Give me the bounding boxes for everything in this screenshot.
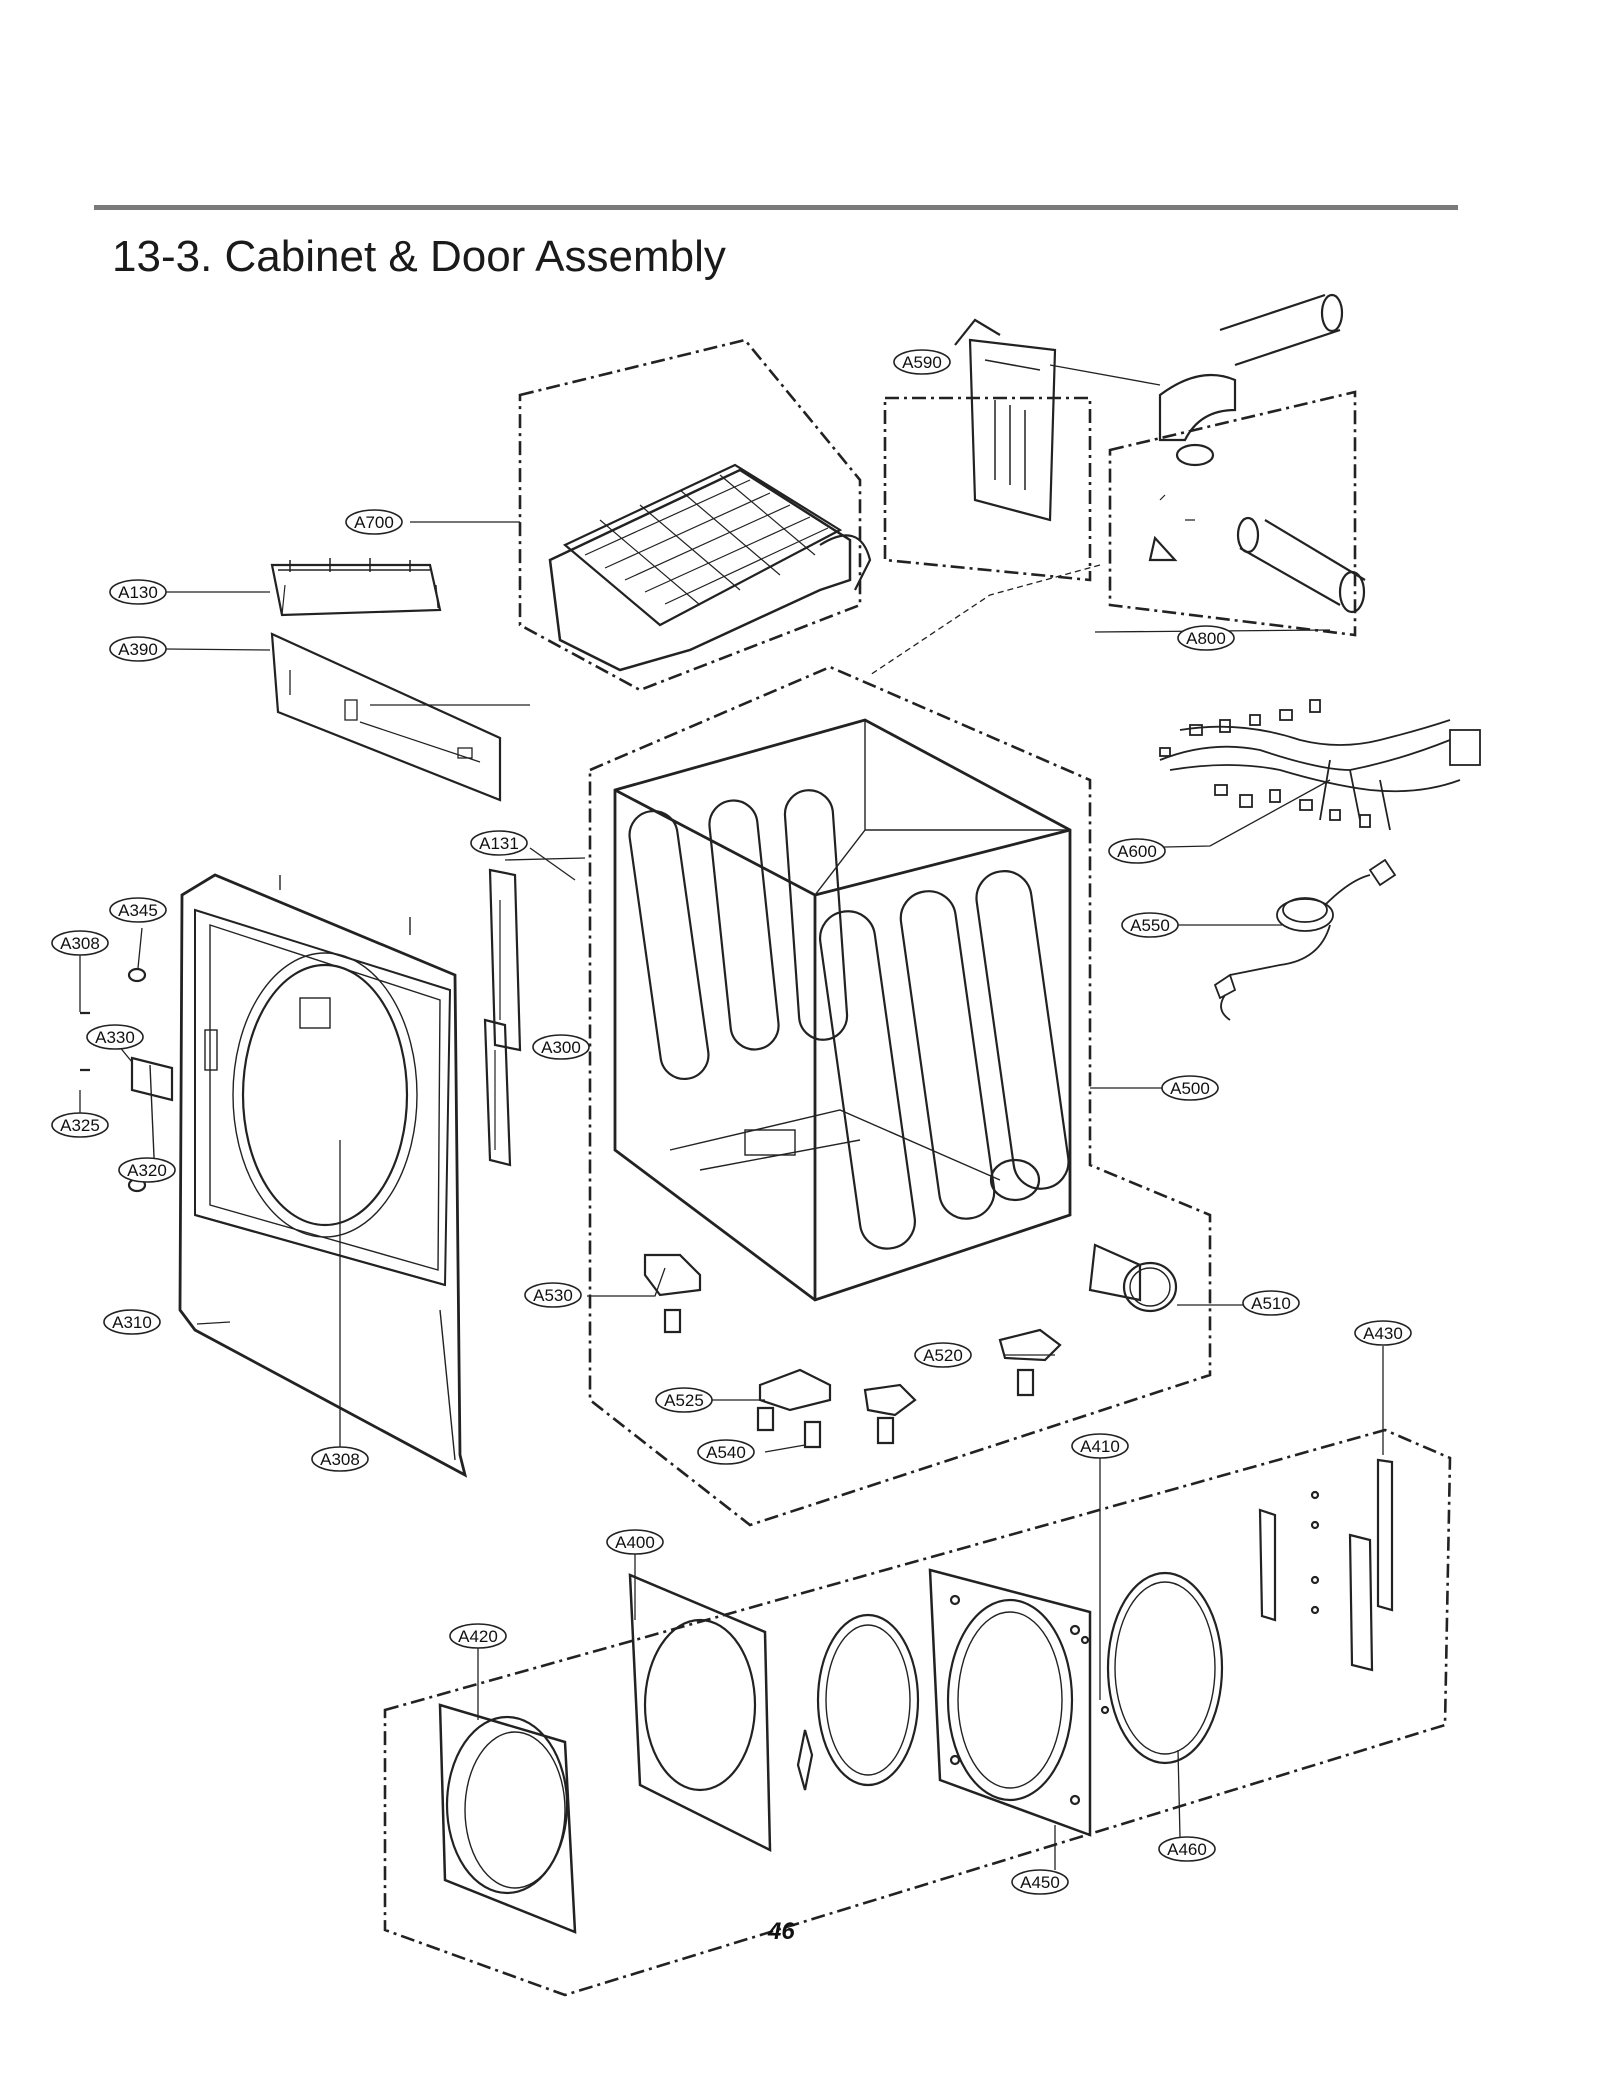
a590-duct-bracket bbox=[954, 318, 1057, 522]
leader-lines bbox=[79, 364, 1384, 1870]
a310-front-panel bbox=[178, 873, 468, 1478]
a700-filter-tray bbox=[548, 463, 872, 672]
callout-a400: A400 bbox=[615, 1533, 655, 1552]
a500-cabinet bbox=[613, 718, 1072, 1302]
callout-a520: A520 bbox=[923, 1346, 963, 1365]
callout-a420: A420 bbox=[458, 1627, 498, 1646]
a390-rear-bracket bbox=[270, 632, 530, 802]
a400-door-panel bbox=[628, 1573, 772, 1853]
callout-a700: A700 bbox=[354, 513, 394, 532]
callout-a525: A525 bbox=[664, 1391, 704, 1410]
a510-exhaust-ring bbox=[1088, 1243, 1178, 1313]
callout-a325: A325 bbox=[60, 1116, 100, 1135]
callout-a530: A530 bbox=[533, 1286, 573, 1305]
door-gasket-ring bbox=[796, 1613, 920, 1791]
callout-a500: A500 bbox=[1170, 1079, 1210, 1098]
page-number: 46 bbox=[768, 1918, 795, 1945]
callout-a550: A550 bbox=[1130, 916, 1170, 935]
a800-exhaust-duct bbox=[1148, 293, 1366, 614]
a500-group-boundary bbox=[588, 665, 1212, 1527]
page-title: 13-3. Cabinet & Door Assembly bbox=[112, 232, 726, 281]
callout-ovals bbox=[51, 349, 1412, 1895]
callout-a310: A310 bbox=[112, 1313, 152, 1332]
callout-a450: A450 bbox=[1020, 1873, 1060, 1892]
a590-group-boundary bbox=[883, 396, 1092, 582]
callout-a390: A390 bbox=[118, 640, 158, 659]
callout-a430: A430 bbox=[1363, 1324, 1403, 1343]
callout-a345: A345 bbox=[118, 901, 158, 920]
a800-group-boundary bbox=[1108, 390, 1357, 637]
leveling-feet bbox=[643, 1253, 1062, 1449]
callout-a330: A330 bbox=[95, 1028, 135, 1047]
callout-a590: A590 bbox=[902, 353, 942, 372]
callout-a300: A300 bbox=[541, 1038, 581, 1057]
group-boundaries bbox=[383, 338, 1452, 1997]
a430-door-latch bbox=[1080, 1458, 1394, 1715]
callout-a308-bottom: A308 bbox=[320, 1450, 360, 1469]
callout-a800: A800 bbox=[1186, 629, 1226, 648]
a450-door-frame bbox=[928, 1568, 1092, 1837]
a420-outer-door bbox=[438, 1703, 577, 1934]
callout-a510: A510 bbox=[1251, 1294, 1291, 1313]
callout-a130: A130 bbox=[118, 583, 158, 602]
callout-labels: A700 A130 A390 A131 A345 A308 A330 A300 … bbox=[60, 353, 1403, 1892]
a400-group-boundary bbox=[383, 1428, 1452, 1997]
callout-a540: A540 bbox=[706, 1443, 746, 1462]
title-rule bbox=[94, 205, 1458, 210]
callout-a131: A131 bbox=[479, 834, 519, 853]
callout-a460: A460 bbox=[1167, 1840, 1207, 1859]
a460-door-ring bbox=[1106, 1571, 1224, 1765]
a700-group-boundary bbox=[518, 338, 862, 692]
callout-a600: A600 bbox=[1117, 842, 1157, 861]
callout-a410: A410 bbox=[1080, 1437, 1120, 1456]
callout-a320: A320 bbox=[127, 1161, 167, 1180]
a130-control-box bbox=[270, 558, 442, 617]
a550-power-cord bbox=[1213, 858, 1397, 1021]
callout-a308-top: A308 bbox=[60, 934, 100, 953]
a300-side-brackets bbox=[483, 868, 522, 1167]
a600-wire-harness bbox=[1159, 699, 1481, 831]
